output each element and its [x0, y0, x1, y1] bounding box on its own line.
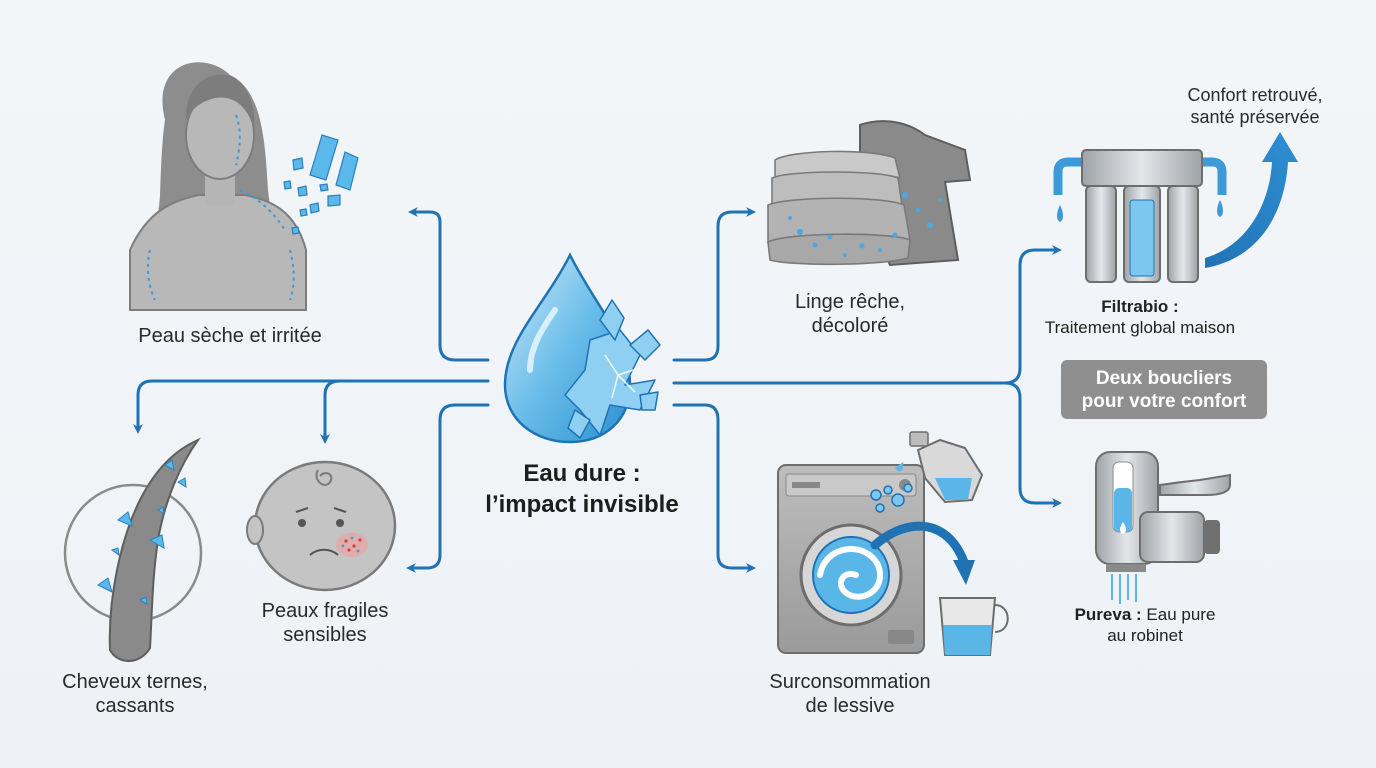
skin-label: Peau sèche et irritée: [90, 324, 370, 348]
pureva-name: Pureva :: [1074, 605, 1142, 624]
detergent-label: Surconsommation de lessive: [740, 670, 960, 718]
arrow-to-hair-baby: [133, 379, 490, 434]
baby-label-line1: Peaux fragiles: [261, 600, 389, 622]
arrow-to-baby: [320, 379, 342, 444]
laundry-pile-illustration: [767, 120, 972, 267]
ice-crystals-icon: [564, 299, 661, 439]
pureva-desc1: Eau pure: [1146, 605, 1216, 624]
arrow-to-washer: [672, 403, 756, 573]
skin-label-text: Peau sèche et irritée: [138, 325, 322, 347]
result-up-arrow-icon: [1205, 132, 1298, 268]
result-label-line1: Confort retrouvé,: [1187, 85, 1323, 105]
detergent-bottle-icon: [909, 431, 984, 504]
center-title-line1: Eau dure :: [523, 460, 641, 487]
arrow-to-laundry: [672, 207, 756, 362]
filtrabio-name: Filtrabio :: [1101, 297, 1179, 316]
baby-label-line2: sensibles: [283, 624, 367, 646]
washing-machine-illustration: [777, 431, 1009, 656]
center-title-line2: l’impact invisible: [485, 491, 679, 518]
pureva-label: Pureva : Eau pure au robinet: [1040, 604, 1250, 646]
hair-label-line1: Cheveux ternes,: [62, 671, 208, 693]
detergent-label-line2: de lessive: [805, 695, 895, 717]
filtrabio-desc: Traitement global maison: [1044, 318, 1236, 337]
arrow-to-baby-right: [406, 403, 490, 573]
arrow-to-skin: [408, 207, 490, 362]
water-drop-icon: [503, 252, 661, 444]
faucet-filter-illustration: [1095, 451, 1231, 604]
laundry-label: Linge rêche, décoloré: [760, 290, 940, 338]
damaged-hair-illustration: [63, 437, 203, 662]
hair-label: Cheveux ternes, cassants: [30, 670, 240, 718]
result-label-line2: santé préservée: [1190, 107, 1320, 127]
filtrabio-label: Filtrabio : Traitement global maison: [1020, 296, 1260, 338]
laundry-label-line1: Linge rêche,: [794, 291, 906, 313]
whole-house-filter-illustration: [1053, 132, 1298, 283]
woman-skin-illustration: [129, 62, 359, 311]
pureva-desc2: au robinet: [1107, 626, 1183, 645]
connectors: [133, 207, 1062, 573]
baby-label: Peaux fragiles sensibles: [225, 599, 425, 647]
arrow-to-solutions: [672, 245, 1062, 385]
laundry-label-line2: décoloré: [811, 315, 889, 337]
center-title: Eau dure : l’impact invisible: [440, 458, 724, 520]
measuring-cup-icon: [938, 597, 1009, 656]
shields-badge-line2: pour votre confort: [1081, 390, 1247, 412]
shields-badge-line1: Deux boucliers: [1095, 367, 1233, 389]
result-label: Confort retrouvé, santé préservée: [1150, 84, 1360, 128]
detergent-label-line1: Surconsommation: [769, 671, 931, 693]
baby-face-illustration: [246, 460, 397, 592]
hair-label-line2: cassants: [95, 695, 175, 717]
arrow-to-pureva: [1003, 381, 1062, 508]
shields-badge: Deux boucliers pour votre confort: [1061, 360, 1267, 419]
